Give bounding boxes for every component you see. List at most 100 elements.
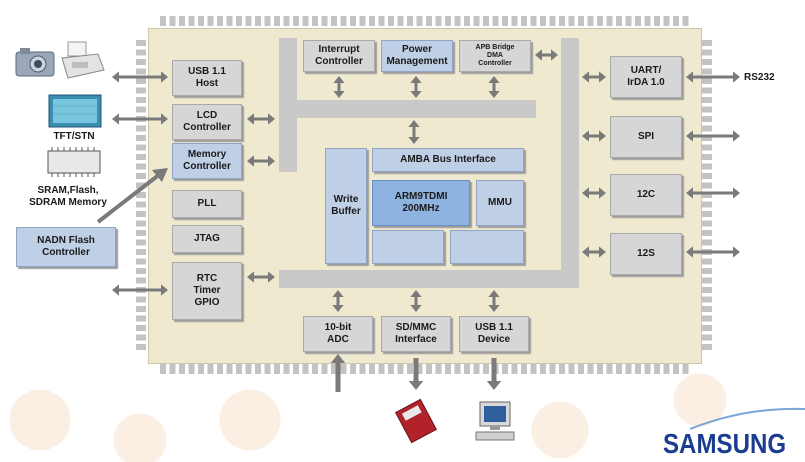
sd-mmc-interface-block: SD/MMC Interface (381, 316, 451, 352)
chip-pin (136, 106, 146, 113)
sd-card-icon (394, 398, 438, 444)
arrow-usb-host-head (112, 71, 119, 83)
chip-pin (416, 16, 423, 26)
arrow-sdmmc-bus-head (410, 290, 422, 297)
chip-pin (340, 364, 347, 374)
chip-pin (426, 364, 432, 374)
chip-pin (378, 16, 385, 26)
chip-pin (702, 49, 712, 56)
chip-pin (136, 201, 146, 208)
write-buffer-block: Write Buffer (325, 148, 367, 264)
arrow-i2c-out-head (733, 187, 740, 199)
chip-pin (255, 16, 261, 26)
chip-pin (578, 364, 584, 374)
arrow-uart-head (599, 71, 606, 83)
chip-pin (559, 364, 565, 374)
chip-pin (388, 16, 394, 26)
chip-pin (264, 16, 271, 26)
chip-pin (198, 364, 204, 374)
samsung-swoosh-icon (690, 407, 805, 430)
chip-pin (136, 258, 146, 265)
arrow-uart-head (582, 71, 589, 83)
chip-pin (702, 230, 712, 236)
chip-pin (616, 364, 622, 374)
chip-pin (435, 364, 442, 374)
arrow-power-bus-head (410, 76, 422, 83)
chip-pin (702, 68, 712, 75)
arrow-spi-head (582, 130, 589, 142)
lcd-controller-block: LCD Controller (172, 104, 242, 140)
arrow-bus-core-head (408, 137, 420, 144)
chip-pin (136, 40, 146, 46)
arrow-apb-rightbus-head (551, 49, 558, 61)
chip-pin (702, 277, 712, 284)
chip-pin (369, 16, 375, 26)
amba-bus-interface-block: AMBA Bus Interface (372, 148, 524, 172)
chip-pin (702, 106, 712, 113)
arrow-adc-bus-head (332, 305, 344, 312)
usb-device-block: USB 1.1 Device (459, 316, 529, 352)
arrow-memory-bus-head (247, 155, 254, 167)
chip-pin (136, 220, 146, 227)
arrow-apb-bus-head (488, 91, 500, 98)
arrow-bus-core-head (408, 120, 420, 127)
chip-pin (136, 325, 146, 331)
chip-pin (136, 125, 146, 132)
chip-pin (226, 364, 233, 374)
chip-pin (644, 364, 651, 374)
chip-pin (255, 364, 261, 374)
chip-pin (207, 364, 214, 374)
cache-block-left (372, 230, 444, 264)
arrow-spi-head (599, 130, 606, 142)
chip-pin (502, 364, 508, 374)
chip-pin (702, 258, 712, 265)
chip-pin (136, 344, 146, 350)
chip-pin (606, 16, 613, 26)
chip-pin (407, 16, 413, 26)
chip-pin (188, 364, 195, 374)
chip-pin (454, 364, 461, 374)
chip-pin (530, 16, 537, 26)
sram-flash-sdram-label: SRAM,Flash, SDRAM Memory (29, 185, 107, 208)
chip-pin (378, 364, 385, 374)
chip-pin (702, 173, 712, 179)
chip-pin (407, 364, 413, 374)
chip-pin (511, 16, 518, 26)
chip-pin (293, 16, 299, 26)
arrow-rtc-head (112, 284, 119, 296)
chip-pin (702, 296, 712, 303)
chip-pin (673, 364, 679, 374)
arrow-power-bus-head (410, 91, 422, 98)
chip-pin (136, 144, 146, 151)
chip-pin (702, 239, 712, 246)
tft-stn-label: TFT/STN (53, 131, 95, 142)
chip-pin (207, 16, 214, 26)
chip-pin (416, 364, 423, 374)
chip-pin (435, 16, 442, 26)
chip-pin (521, 16, 527, 26)
mmu-block: MMU (476, 180, 524, 226)
chip-pin (568, 364, 575, 374)
chip-pin (682, 364, 689, 374)
chip-pin (702, 201, 712, 208)
bus-vertical-right (561, 38, 579, 288)
chip-pin (702, 163, 712, 170)
chip-pin (369, 364, 375, 374)
pll-block: PLL (172, 190, 242, 218)
chip-pin (136, 87, 146, 94)
chip-pin (702, 192, 712, 198)
arrow-i2s-head (599, 246, 606, 258)
chip-pin (274, 16, 280, 26)
arrow-usbdev-bus-head (488, 290, 500, 297)
chip-pin (264, 364, 271, 374)
chip-pin (606, 364, 613, 374)
chip-pin (179, 16, 185, 26)
chip-pin (549, 364, 556, 374)
chip-pin (492, 16, 499, 26)
chip-pin (702, 144, 712, 151)
chip-pin (702, 211, 712, 217)
chip-pin (568, 16, 575, 26)
chip-pin (226, 16, 233, 26)
chip-pin (331, 364, 337, 374)
chip-pin (388, 364, 394, 374)
